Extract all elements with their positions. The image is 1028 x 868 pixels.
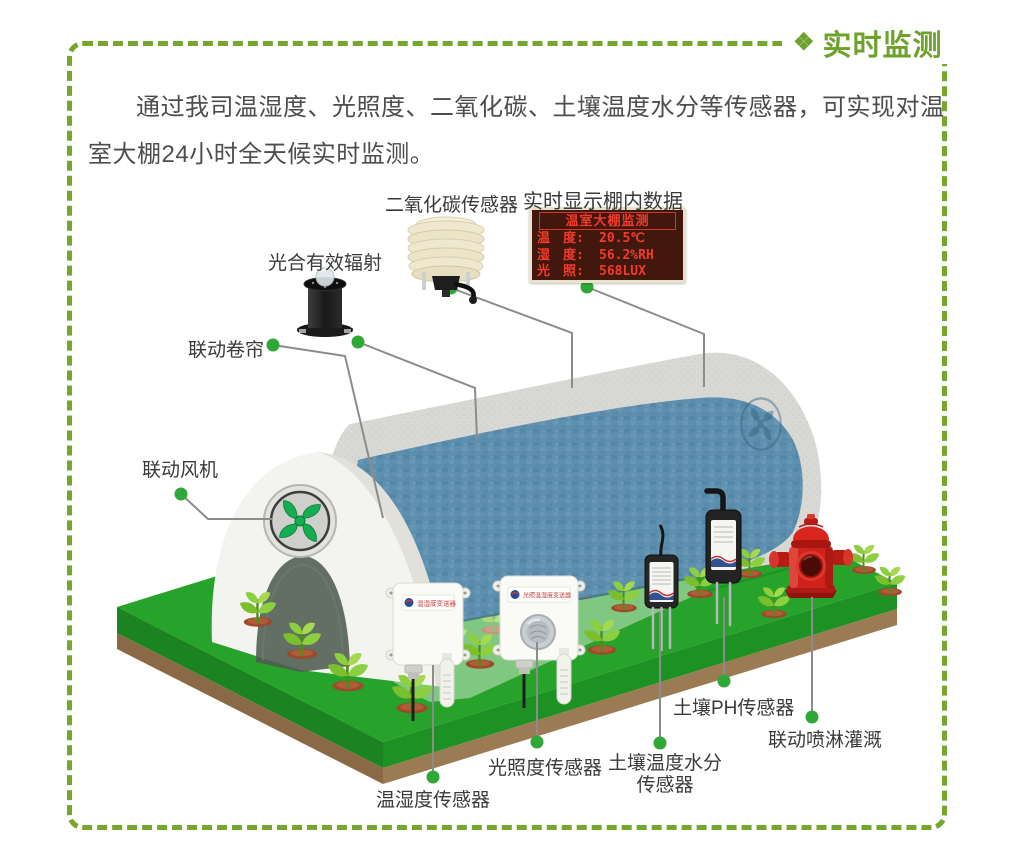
page-title: ❖ 实时监测 bbox=[793, 22, 943, 64]
glass-dome bbox=[315, 267, 335, 287]
leader-dot bbox=[805, 710, 819, 724]
probe bbox=[556, 653, 572, 705]
light-temp-humidity-transmitter: 光照温湿度变送器 bbox=[492, 575, 586, 708]
cable bbox=[658, 524, 665, 558]
panel-row-value: 56.2%RH bbox=[599, 247, 654, 263]
temp-humidity-transmitter: 温湿度变送器 bbox=[385, 582, 471, 721]
dashed-border bbox=[67, 41, 947, 830]
far-end-fan-icon bbox=[740, 397, 782, 451]
leader-dot bbox=[580, 280, 594, 294]
leader-lines bbox=[180, 286, 813, 777]
label-irrigation: 联动喷淋灌溉 bbox=[768, 730, 883, 751]
leader-dot bbox=[653, 736, 667, 750]
led-display-panel: 温室大棚监测 温 度: 20.5℃ 湿 度: 56.2%RH 光 照: 568L… bbox=[529, 207, 686, 283]
label-soil-tm-line1: 土壤温度水分 bbox=[608, 753, 723, 774]
panel-row-label: 光 照: bbox=[537, 264, 584, 279]
leader-dot bbox=[426, 770, 440, 784]
panel-row-value: 568LUX bbox=[599, 264, 646, 279]
leader-line-par bbox=[357, 341, 478, 441]
plant bbox=[847, 543, 881, 576]
panel-row-label: 湿 度: bbox=[537, 247, 584, 263]
leader-line-fan bbox=[180, 493, 272, 520]
device-label: 温湿度变送器 bbox=[417, 599, 457, 608]
panel-row-label: 温 度: bbox=[537, 231, 584, 246]
leader-line-curtain bbox=[272, 344, 384, 519]
co2-sensor bbox=[407, 216, 485, 304]
panel-row-light: 光 照: 568LUX bbox=[537, 264, 678, 281]
door-arch bbox=[256, 556, 350, 672]
soil-temp-moisture-sensor bbox=[644, 524, 679, 652]
probe-prongs bbox=[651, 606, 672, 652]
leader-dot bbox=[530, 735, 544, 749]
brand-logo-icon bbox=[510, 590, 520, 599]
diamond-cluster-icon: ❖ bbox=[793, 29, 816, 56]
leader-dot bbox=[351, 335, 365, 349]
border-mask bbox=[782, 18, 1028, 64]
label-light: 光照度传感器 bbox=[488, 758, 603, 779]
device-label: 光照温湿度变送器 bbox=[523, 592, 571, 600]
label-soil-ph: 土壤PH传感器 bbox=[673, 698, 795, 719]
soil-ph-sensor bbox=[704, 488, 742, 627]
label-display: 实时显示棚内数据 bbox=[523, 191, 683, 213]
leader-dot bbox=[266, 338, 280, 352]
shade-net-texture bbox=[350, 397, 803, 641]
probe bbox=[439, 658, 455, 708]
probe-prongs bbox=[715, 581, 732, 627]
label-par: 光合有效辐射 bbox=[268, 253, 383, 274]
leader-line-co2 bbox=[450, 287, 573, 388]
panel-title: 温室大棚监测 bbox=[539, 212, 676, 230]
cable bbox=[704, 488, 726, 515]
label-soil-temp-moisture: 土壤温度水分 传感器 bbox=[608, 753, 722, 797]
label-co2-sensor: 二氧化碳传感器 bbox=[385, 195, 519, 216]
end-wall bbox=[211, 452, 452, 688]
leader-line-display bbox=[586, 286, 705, 387]
leader-dot bbox=[717, 674, 731, 688]
fan-icon bbox=[262, 483, 338, 559]
brand-logo-icon bbox=[404, 598, 414, 607]
panel-row-temperature: 温 度: 20.5℃ bbox=[537, 231, 678, 248]
label-temp-humidity: 温湿度传感器 bbox=[376, 790, 491, 811]
irrigation-hydrant bbox=[769, 514, 853, 598]
leader-dot bbox=[174, 487, 188, 501]
plant bbox=[873, 565, 907, 598]
label-soil-tm-line2: 传感器 bbox=[636, 775, 694, 796]
page-title-text: 实时监测 bbox=[822, 30, 943, 62]
intro-paragraph: 通过我司温湿度、光照度、二氧化碳、土壤温度水分等传感器，可实现对温室大棚24小时… bbox=[88, 94, 945, 168]
panel-row-value: 20.5℃ bbox=[599, 231, 645, 246]
label-fan: 联动风机 bbox=[142, 460, 219, 481]
panel-row-humidity: 湿 度: 56.2%RH bbox=[537, 248, 678, 265]
par-sensor bbox=[297, 267, 353, 337]
label-curtain: 联动卷帘 bbox=[188, 340, 265, 361]
